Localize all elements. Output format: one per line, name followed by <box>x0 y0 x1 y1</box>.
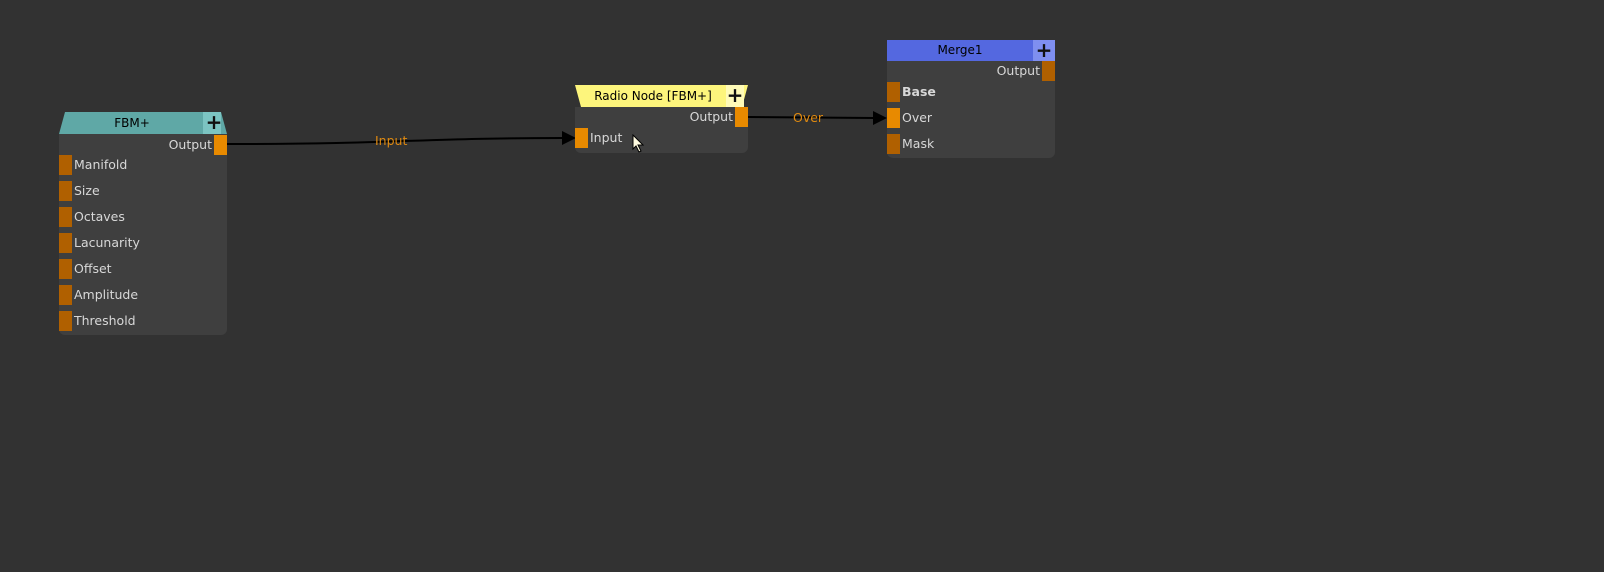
input-port[interactable] <box>887 108 900 128</box>
edge-fbm-to-radio <box>226 137 563 145</box>
input-port[interactable] <box>59 285 72 305</box>
input-port[interactable] <box>887 82 900 102</box>
input-label: Input <box>590 130 623 145</box>
input-port[interactable] <box>59 181 72 201</box>
input-port[interactable] <box>59 233 72 253</box>
input-port[interactable] <box>59 207 72 227</box>
output-label: Output <box>689 109 733 124</box>
input-label: Threshold <box>74 313 136 328</box>
node-title: FBM+ <box>114 116 150 130</box>
radio-header-shape <box>575 85 748 107</box>
node-title: Merge1 <box>937 43 983 57</box>
node-body <box>575 107 748 153</box>
add-port-button[interactable]: + <box>726 83 744 107</box>
input-port[interactable] <box>59 311 72 331</box>
fbm-header-shape <box>59 112 227 134</box>
add-port-button[interactable]: + <box>205 110 223 134</box>
node-title: Radio Node [FBM+] <box>594 89 712 103</box>
input-port[interactable] <box>575 128 588 148</box>
mouse-cursor-icon <box>632 134 645 153</box>
output-port[interactable] <box>735 107 748 127</box>
input-label: Lacunarity <box>74 235 140 250</box>
input-label: Amplitude <box>74 287 139 302</box>
node-body <box>59 134 227 335</box>
input-label: Over <box>902 110 933 125</box>
arrowhead-icon <box>873 111 887 125</box>
add-port-button[interactable]: + <box>1035 38 1053 62</box>
node-body <box>887 61 1055 158</box>
output-port[interactable] <box>214 135 227 155</box>
plus-bg <box>1033 40 1055 61</box>
merge-header <box>887 40 1055 61</box>
input-label: Manifold <box>74 157 128 172</box>
arrowhead-icon <box>562 131 576 145</box>
output-port[interactable] <box>1042 61 1055 81</box>
input-port[interactable] <box>59 155 72 175</box>
output-label: Output <box>168 137 212 152</box>
edge-radio-to-merge <box>747 116 875 119</box>
input-label: Octaves <box>74 209 125 224</box>
input-label: Base <box>902 84 936 99</box>
edge-label-over: Over <box>793 110 824 125</box>
input-label: Mask <box>902 136 935 151</box>
input-port[interactable] <box>59 259 72 279</box>
input-label: Size <box>74 183 100 198</box>
input-port[interactable] <box>887 134 900 154</box>
input-label: Offset <box>74 261 112 276</box>
edge-label-input: Input <box>375 133 408 148</box>
output-label: Output <box>996 63 1040 78</box>
